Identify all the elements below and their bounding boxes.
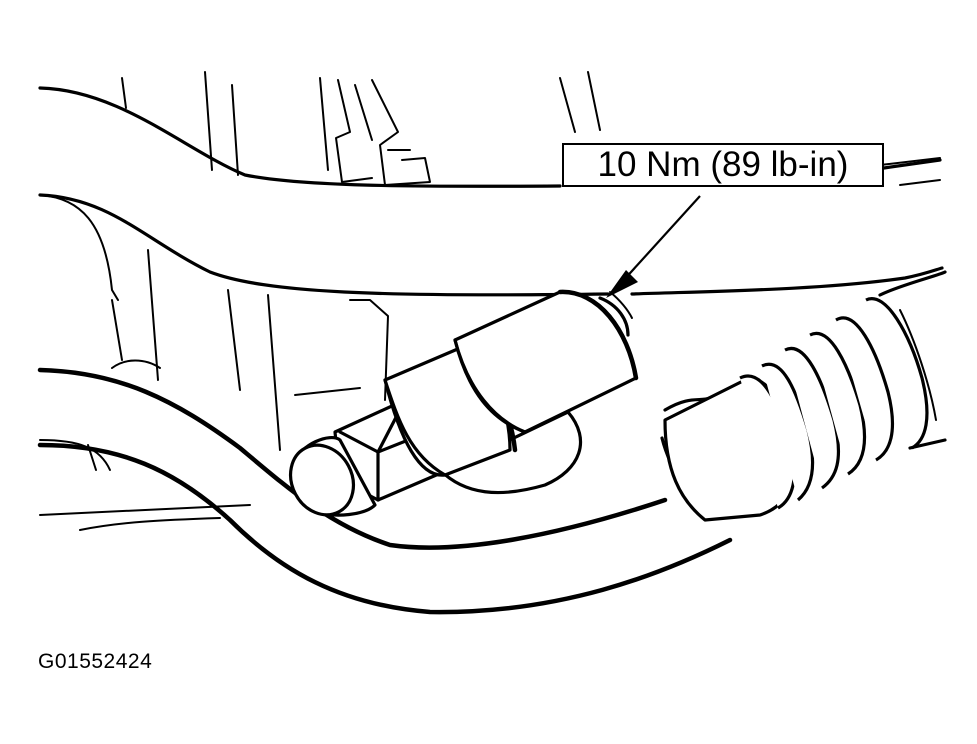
torque-specification-label: 10 Nm (89 lb-in) xyxy=(562,143,884,187)
flexible-hose xyxy=(660,270,947,522)
figure-identifier: G01552424 xyxy=(38,650,153,673)
pressure-sensor xyxy=(288,289,639,517)
torque-leader-arrow xyxy=(606,195,701,298)
upper-tube xyxy=(38,86,944,297)
upper-bracket xyxy=(335,79,431,186)
